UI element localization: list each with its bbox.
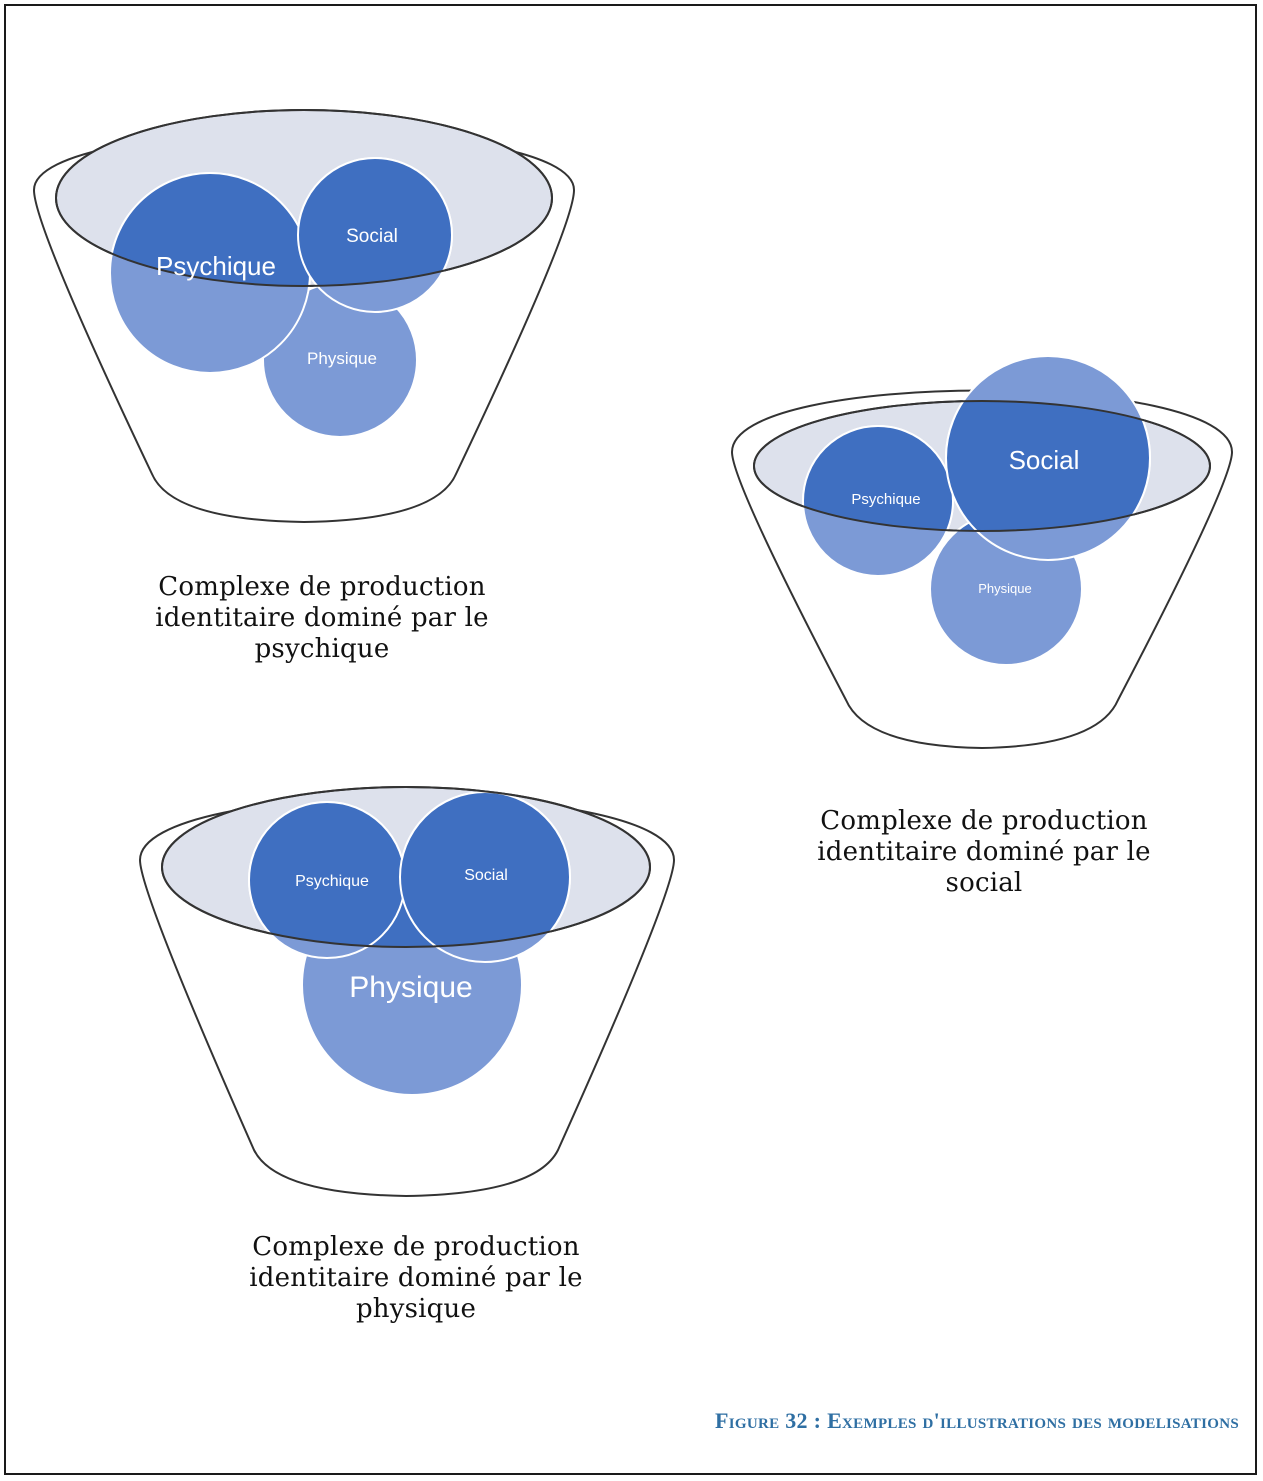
caption-line: Complexe de production — [252, 1232, 580, 1262]
caption-line: psychique — [254, 634, 390, 664]
label-physique: Physique — [978, 581, 1031, 596]
caption-physique: Complexe de production identitaire domin… — [244, 1232, 588, 1325]
label-psychique: Psychique — [156, 251, 276, 281]
caption-line: identitaire dominé par le — [817, 837, 1151, 867]
caption-psychique: Complexe de production identitaire domin… — [150, 572, 494, 665]
caption-line: social — [945, 868, 1023, 898]
funnel-psychique: Psychique Social Physique — [32, 109, 576, 524]
funnel-physique: Psychique Social Physique — [138, 786, 676, 1198]
label-psychique: Psychique — [295, 873, 369, 890]
figure-title: Figure 32 : Exemples d'illustrations des… — [715, 1408, 1239, 1433]
funnel-social: Psychique Social Physique — [730, 355, 1234, 750]
label-social: Social — [464, 867, 508, 884]
caption-line: Complexe de production — [158, 572, 486, 602]
label-physique: Physique — [307, 349, 377, 368]
label-psychique: Psychique — [851, 491, 920, 508]
caption-line: physique — [355, 1294, 477, 1324]
caption-social: Complexe de production identitaire domin… — [812, 806, 1156, 899]
label-physique: Physique — [349, 971, 472, 1004]
caption-line: identitaire dominé par le — [155, 603, 489, 633]
label-social: Social — [1009, 445, 1080, 475]
label-social: Social — [346, 226, 398, 247]
caption-line: identitaire dominé par le — [249, 1263, 583, 1293]
caption-line: Complexe de production — [820, 806, 1148, 836]
